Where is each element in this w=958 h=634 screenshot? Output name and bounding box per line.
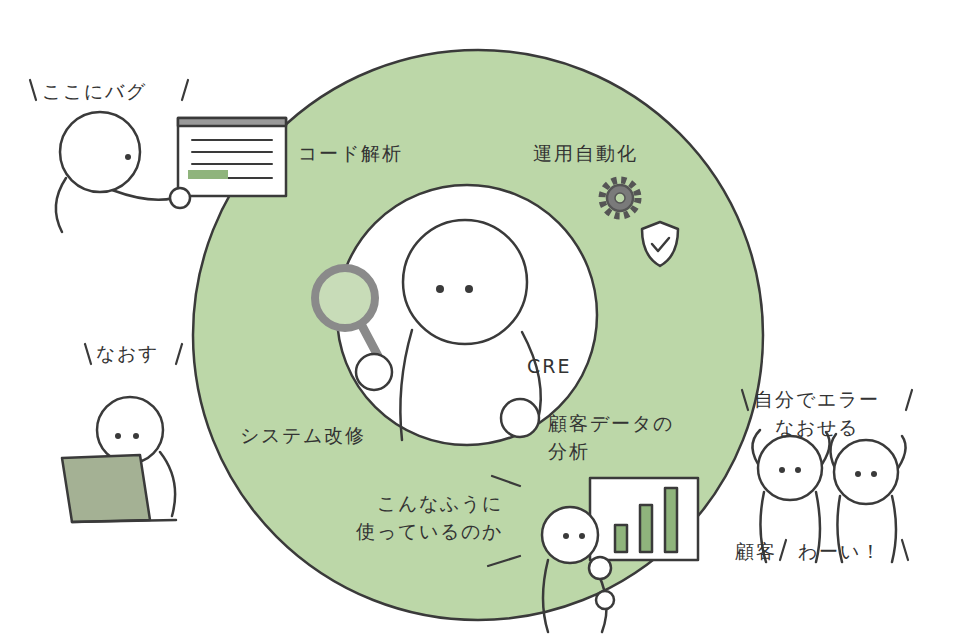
speech-label: わーい！ [798,538,882,566]
node-label: システム改修 [240,422,366,450]
speech-label: なおす [96,340,159,368]
speech-label: ここにバグ [42,78,147,106]
node-label: 顧客データの 分析 [548,410,674,465]
node-label: 運用自動化 [533,140,638,168]
speech-label: 顧客 [735,538,777,566]
speech-label: こんなふうに 使っているのか [356,490,503,545]
circle-outline [335,183,599,447]
node-label: コード解析 [298,140,403,168]
node-label: CRE [527,353,571,381]
speech-label: 自分でエラー なおせる [754,386,880,441]
inner-circle: CRE [335,183,599,447]
